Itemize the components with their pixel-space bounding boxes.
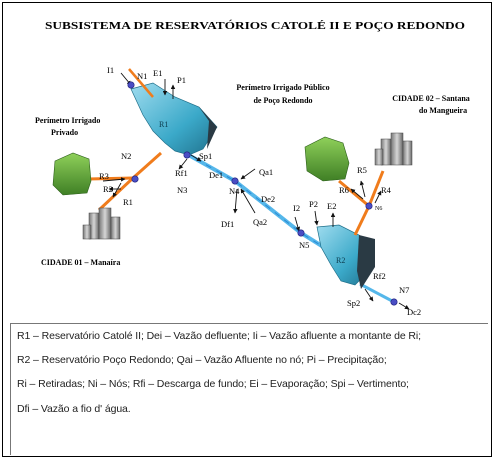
label-e1: E1 <box>153 68 162 78</box>
legend-line-2: R2 – Reservatório Poço Redondo; Qai – Va… <box>17 354 387 366</box>
node-n6 <box>365 202 373 210</box>
label-r1-withdrawal: R1 <box>123 197 133 207</box>
label-e2: E2 <box>327 201 336 211</box>
area-private-line1: Perímetro Irrigado <box>35 116 100 125</box>
legend-box: R1 – Reservatório Catolé II; Dei – Vazão… <box>10 323 488 455</box>
label-r1-reservoir: R1 <box>159 120 168 129</box>
label-sp1: Sp1 <box>199 151 212 161</box>
area-city1: CIDADE 01 – Manaíra <box>41 258 120 267</box>
reservoir-r1: R1 <box>130 82 218 156</box>
withdrawals-right <box>338 170 385 236</box>
nodes <box>127 81 398 306</box>
label-de2: De2 <box>261 194 275 204</box>
node-n1 <box>127 81 135 89</box>
label-n1: N1 <box>137 71 147 81</box>
label-sp2: Sp2 <box>347 298 360 308</box>
area-public-line1: Perímetro Irrigado Público <box>236 83 329 92</box>
area-city2-line1: CIDADE 02 – Santana <box>392 94 470 103</box>
legend-line-3: Ri – Retiradas; Ni – Nós; Rfi – Descarga… <box>17 378 409 390</box>
label-r2: R2 <box>103 184 113 194</box>
label-qa1: Qa1 <box>259 167 273 177</box>
node-n2 <box>131 175 139 183</box>
label-qa2: Qa2 <box>253 217 267 227</box>
label-dc2: Dc2 <box>407 307 421 317</box>
node-n5 <box>297 229 305 237</box>
city1-icon <box>82 207 121 240</box>
label-r2-reservoir: R2 <box>336 256 345 265</box>
area-public-line2: de Poço Redondo <box>253 96 312 105</box>
label-n4: N4 <box>229 186 240 196</box>
label-r5: R5 <box>357 165 367 175</box>
label-n2: N2 <box>121 151 131 161</box>
node-n4 <box>231 177 239 185</box>
label-rf1: Rf1 <box>175 168 188 178</box>
city2-icon <box>374 132 413 166</box>
label-p1: P1 <box>177 75 186 85</box>
legend-line-4: Dfi – Vazão a fio d' água. <box>17 403 131 415</box>
label-df1: Df1 <box>221 219 234 229</box>
main-flow-channel <box>184 151 395 304</box>
node-n3 <box>183 151 191 159</box>
label-r6: R6 <box>339 185 349 195</box>
label-p2: P2 <box>309 199 318 209</box>
area-city2-line2: do Mangueira <box>419 106 467 115</box>
reservoir-system-diagram: SUBSISTEMA DE RESERVATÓRIOS CATOLÉ II E … <box>35 20 470 317</box>
element-labels: I1 N1 E1 P1 R3 N2 R2 R1 Sp1 Rf1 N3 De1 N… <box>99 65 421 317</box>
label-r3: R3 <box>99 171 109 181</box>
diagram-title: SUBSISTEMA DE RESERVATÓRIOS CATOLÉ II E … <box>45 20 466 32</box>
public-field-icon <box>304 136 350 182</box>
label-rf2: Rf2 <box>373 271 386 281</box>
label-n6: N6 <box>375 206 382 212</box>
label-i2: I2 <box>293 203 300 213</box>
label-n7: N7 <box>399 285 409 295</box>
legend-line-1: R1 – Reservatório Catolé II; Dei – Vazão… <box>17 330 421 342</box>
label-n5: N5 <box>299 240 309 250</box>
area-private-line2: Privado <box>51 128 78 137</box>
private-field-icon <box>52 152 92 196</box>
label-de1: De1 <box>209 170 223 180</box>
reservoir-r2: R2 <box>316 224 375 289</box>
node-n7 <box>390 298 398 306</box>
label-n3: N3 <box>177 185 187 195</box>
label-i1: I1 <box>107 65 114 75</box>
label-r4: R4 <box>381 185 392 195</box>
figure-frame: SUBSISTEMA DE RESERVATÓRIOS CATOLÉ II E … <box>2 2 492 457</box>
